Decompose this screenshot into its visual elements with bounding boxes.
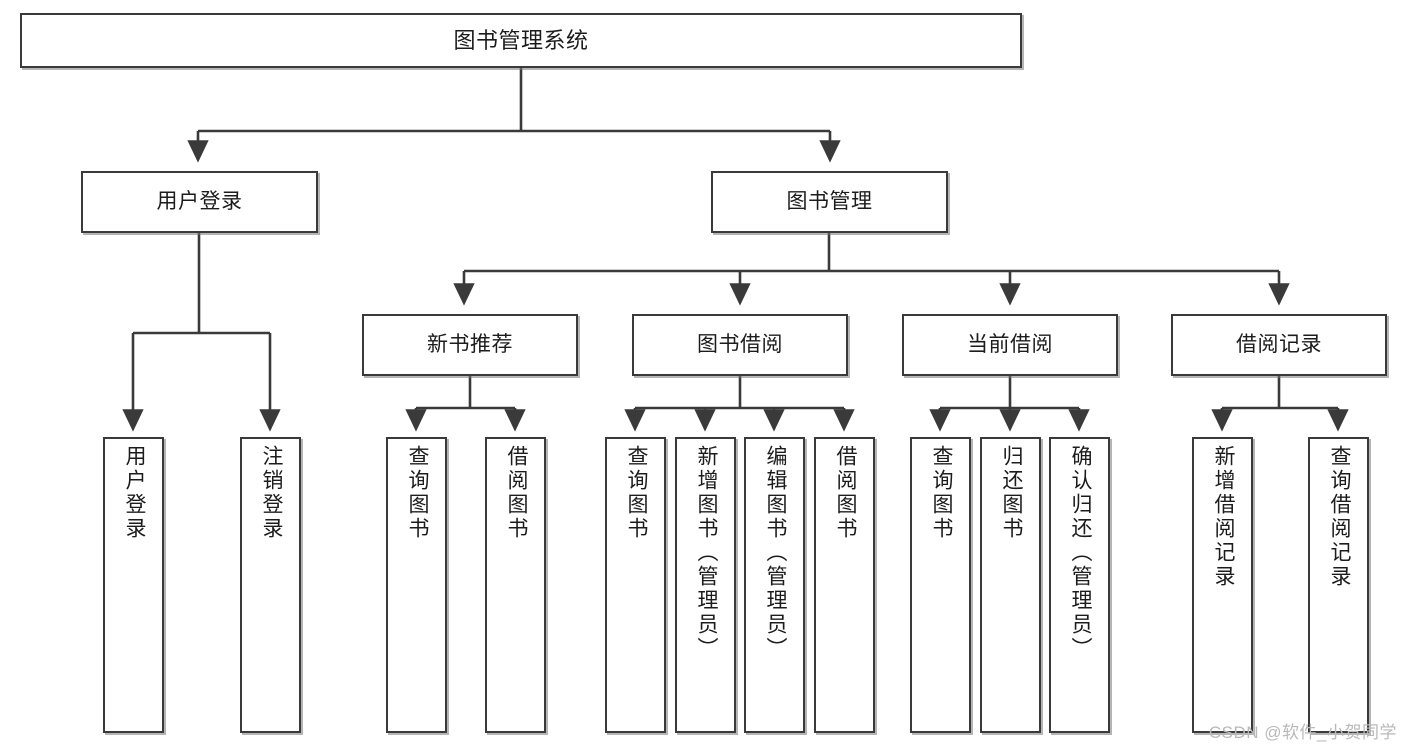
leaf-borrow-book-1[interactable]: 借阅图书 — [485, 437, 546, 733]
node-root-system[interactable]: 图书管理系统 — [20, 13, 1022, 68]
node-book-borrow[interactable]: 图书借阅 — [632, 314, 848, 376]
leaf-return-book[interactable]: 归还图书 — [980, 437, 1041, 733]
node-new-book-recommend[interactable]: 新书推荐 — [362, 314, 578, 376]
leaf-query-book-1[interactable]: 查询图书 — [386, 437, 447, 733]
leaf-logout-login[interactable]: 注销登录 — [240, 437, 301, 733]
node-label: 当前借阅 — [967, 332, 1053, 356]
node-label: 用户登录 — [122, 445, 146, 541]
leaf-user-login[interactable]: 用户登录 — [103, 437, 164, 733]
node-book-management[interactable]: 图书管理 — [711, 171, 948, 233]
node-label: 查询图书 — [405, 445, 429, 541]
node-label: 图书管理系统 — [453, 27, 589, 53]
leaf-query-borrow-record[interactable]: 查询借阅记录 — [1308, 437, 1369, 733]
node-label: 新书推荐 — [427, 332, 513, 356]
node-label: 查询借阅记录 — [1327, 445, 1351, 589]
node-label: 归还图书 — [999, 445, 1023, 541]
node-label: 查询图书 — [624, 445, 648, 541]
leaf-add-book[interactable]: 新增图书（管理员） — [675, 437, 736, 733]
node-label: 图书借阅 — [697, 332, 783, 356]
leaf-query-book-2[interactable]: 查询图书 — [605, 437, 666, 733]
node-user-login[interactable]: 用户登录 — [81, 171, 318, 233]
node-label: 用户登录 — [156, 189, 243, 213]
node-label: 查询图书 — [929, 445, 953, 541]
node-label: 图书管理 — [786, 189, 873, 213]
leaf-borrow-book-2[interactable]: 借阅图书 — [814, 437, 875, 733]
node-current-borrow[interactable]: 当前借阅 — [902, 314, 1118, 376]
leaf-query-book-3[interactable]: 查询图书 — [910, 437, 971, 733]
node-label: 注销登录 — [259, 445, 283, 541]
csdn-watermark: CSDN @软件_小贺同学 — [1208, 723, 1397, 742]
node-label: 新增图书（管理员） — [694, 445, 718, 661]
node-label: 确认归还（管理员） — [1068, 445, 1092, 661]
node-label: 借阅记录 — [1236, 332, 1322, 356]
node-label: 借阅图书 — [504, 445, 528, 541]
node-label: 借阅图书 — [833, 445, 857, 541]
node-label: 新增借阅记录 — [1211, 445, 1235, 589]
node-borrow-record[interactable]: 借阅记录 — [1171, 314, 1387, 376]
leaf-edit-book[interactable]: 编辑图书（管理员） — [744, 437, 805, 733]
leaf-add-borrow-record[interactable]: 新增借阅记录 — [1192, 437, 1253, 733]
node-label: 编辑图书（管理员） — [763, 445, 787, 661]
leaf-confirm-return[interactable]: 确认归还（管理员） — [1049, 437, 1110, 733]
